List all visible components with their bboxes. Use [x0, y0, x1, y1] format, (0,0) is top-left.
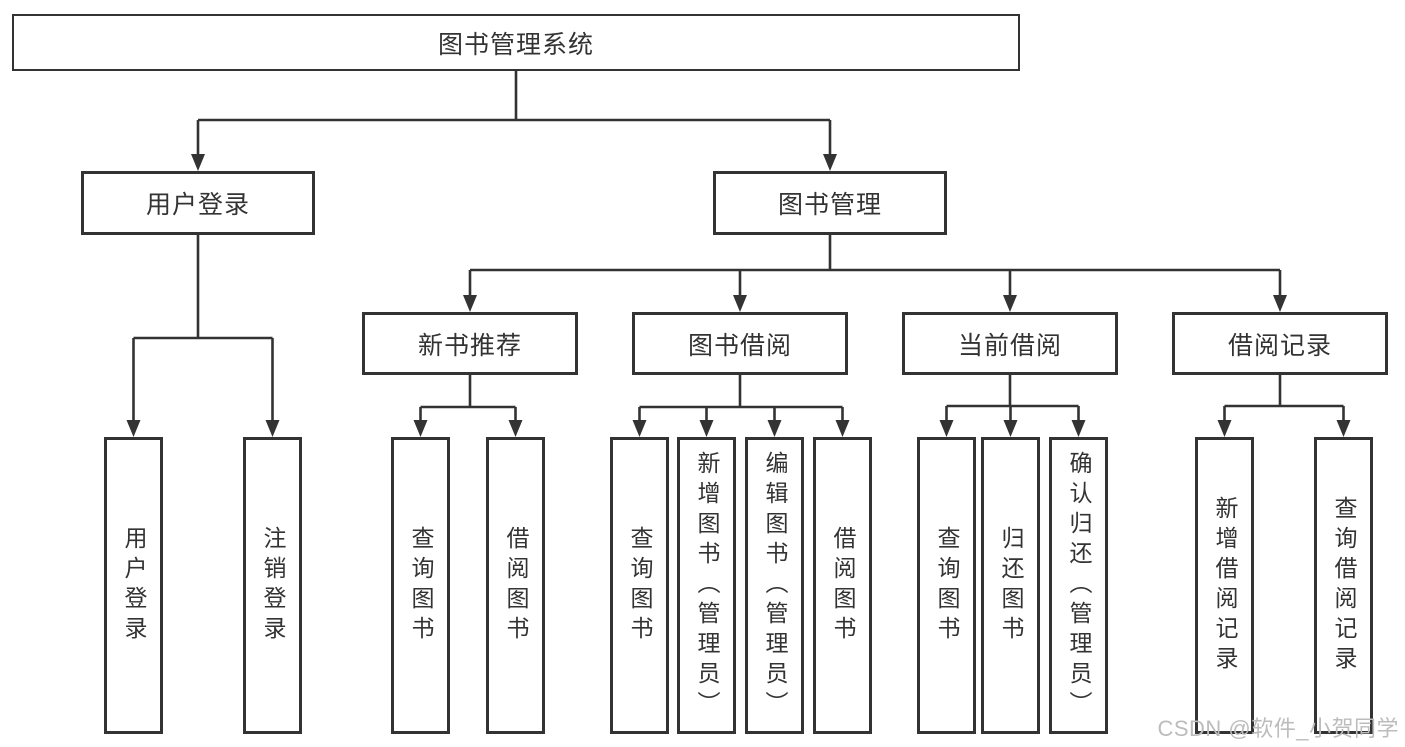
node-user-login-branch: 用户登录 [81, 171, 315, 235]
node-book-borrow: 图书借阅 [632, 312, 848, 375]
leaf-nbr-borrow-books: 借阅图书 [486, 437, 545, 734]
leaf-bb-query-books-label: 查询图书 [627, 525, 653, 646]
leaf-br-query-record: 查询借阅记录 [1314, 437, 1373, 734]
leaf-br-add-record: 新增借阅记录 [1195, 437, 1254, 734]
leaf-cb-return-books: 归还图书 [981, 437, 1040, 734]
leaf-nbr-borrow-books-label: 借阅图书 [503, 525, 529, 646]
node-new-book-recommend: 新书推荐 [362, 312, 578, 375]
leaf-bb-edit-books-admin: 编辑图书（管理员） [745, 437, 804, 734]
node-root-system: 图书管理系统 [12, 14, 1020, 71]
leaf-nbr-query-books-label: 查询图书 [408, 525, 434, 646]
leaf-bb-add-books-admin-label: 新增图书（管理员） [694, 450, 720, 721]
leaf-cb-confirm-return-admin: 确认归还（管理员） [1049, 437, 1108, 734]
leaf-bb-borrow-books: 借阅图书 [813, 437, 872, 734]
leaf-bb-edit-books-admin-label: 编辑图书（管理员） [762, 450, 788, 721]
node-current-borrow: 当前借阅 [902, 312, 1118, 375]
node-borrow-records: 借阅记录 [1172, 312, 1388, 375]
leaf-bb-add-books-admin: 新增图书（管理员） [677, 437, 736, 734]
leaf-br-add-record-label: 新增借阅记录 [1212, 495, 1238, 676]
leaf-cb-confirm-return-admin-label: 确认归还（管理员） [1066, 450, 1092, 721]
leaf-cb-query-books: 查询图书 [917, 437, 976, 734]
leaf-cb-query-books-label: 查询图书 [934, 525, 960, 646]
leaf-cb-return-books-label: 归还图书 [998, 525, 1024, 646]
leaf-nbr-query-books: 查询图书 [391, 437, 450, 734]
node-book-management-branch: 图书管理 [713, 171, 947, 235]
leaf-br-query-record-label: 查询借阅记录 [1331, 495, 1357, 676]
leaf-bb-query-books: 查询图书 [610, 437, 669, 734]
leaf-bb-borrow-books-label: 借阅图书 [830, 525, 856, 646]
leaf-user-login: 用户登录 [104, 437, 163, 734]
leaf-logout: 注销登录 [243, 437, 302, 734]
leaf-user-login-label: 用户登录 [121, 525, 147, 646]
leaf-logout-label: 注销登录 [260, 525, 286, 646]
